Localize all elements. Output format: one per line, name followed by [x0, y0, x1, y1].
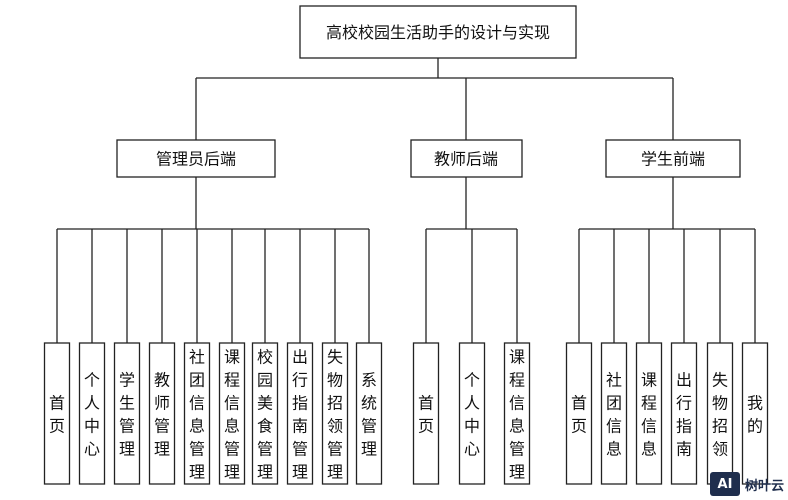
leaf-label-1-1: 个人中心 [464, 371, 480, 459]
leaf-box-2-3 [670, 342, 698, 485]
leaf-box-1-2 [503, 342, 531, 485]
group-box-0 [116, 139, 276, 178]
group-box-1 [410, 139, 523, 178]
leaf-label-0-2: 学生管理 [119, 371, 135, 459]
leaf-label-0-7: 出行指南管理 [292, 348, 308, 482]
group-title-0: 管理员后端 [156, 150, 236, 169]
leaf-box-2-4 [706, 342, 734, 485]
leaf-label-2-5: 我的 [747, 394, 763, 436]
leaf-box-2-5 [741, 342, 769, 485]
group-title-2: 学生前端 [641, 150, 705, 169]
leaf-label-0-1: 个人中心 [84, 371, 100, 459]
leaf-box-0-6 [251, 342, 279, 485]
watermark-text: 树叶云 [744, 478, 784, 494]
leaf-label-2-2: 课程信息 [641, 371, 657, 459]
leaf-box-0-5 [218, 342, 246, 485]
leaf-label-2-3: 出行指南 [676, 371, 692, 459]
leaf-box-0-0 [43, 342, 71, 485]
leaf-label-0-3: 教师管理 [154, 371, 170, 459]
leaf-box-0-4 [183, 342, 211, 485]
leaf-label-0-6: 校园美食管理 [257, 348, 273, 482]
watermark: AI 树叶云 [709, 472, 784, 496]
leaf-box-0-7 [286, 342, 314, 485]
leaf-label-2-4: 失物招领 [712, 371, 728, 459]
leaf-label-2-0: 首页 [571, 394, 587, 436]
leaf-label-0-8: 失物招领管理 [327, 348, 343, 482]
leaf-box-2-2 [635, 342, 663, 485]
leaf-box-0-2 [113, 342, 141, 485]
leaf-label-0-0: 首页 [49, 394, 65, 436]
leaf-label-0-9: 系统管理 [361, 371, 377, 459]
leaf-label-0-5: 课程信息管理 [224, 348, 240, 482]
leaf-box-0-1 [78, 342, 106, 485]
group-title-1: 教师后端 [434, 150, 498, 169]
leaf-box-1-1 [458, 342, 486, 485]
leaf-label-1-2: 课程信息管理 [509, 348, 525, 482]
watermark-logo: AI [709, 472, 740, 496]
leaf-box-0-9 [355, 342, 383, 485]
leaf-label-1-0: 首页 [418, 394, 434, 436]
leaf-box-2-0 [565, 342, 593, 485]
leaf-box-1-0 [412, 342, 440, 485]
leaf-box-2-1 [600, 342, 628, 485]
root-title: 高校校园生活助手的设计与实现 [326, 23, 550, 42]
leaf-label-0-4: 社团信息管理 [189, 348, 205, 482]
leaf-box-0-8 [321, 342, 349, 485]
leaf-box-0-3 [148, 342, 176, 485]
leaf-label-2-1: 社团信息 [606, 371, 622, 459]
root-box [299, 5, 577, 59]
